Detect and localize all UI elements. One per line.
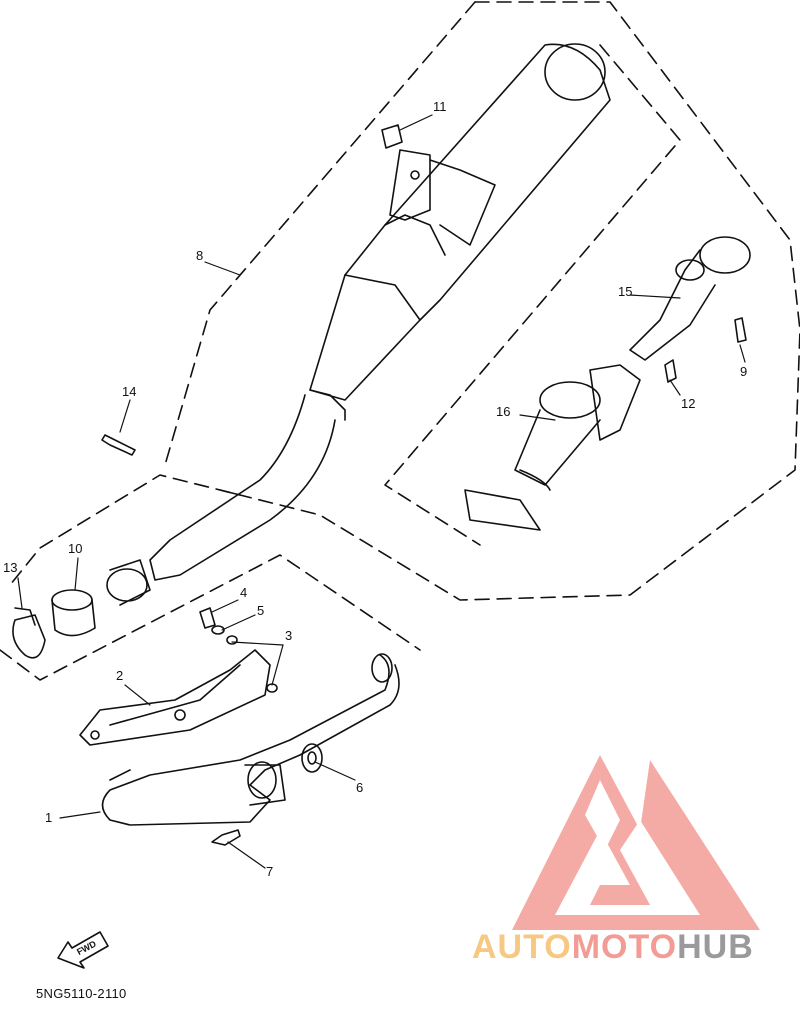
callout-13: 13 — [3, 560, 17, 575]
exhaust-pipe — [101, 653, 400, 826]
bolt-4 — [199, 607, 216, 629]
watermark-logo-icon — [512, 755, 760, 930]
fwd-arrow-icon: FWD — [57, 931, 109, 969]
gasket — [301, 743, 323, 773]
muffler-group-boundary — [9, 1, 800, 601]
callout-10: 10 — [68, 541, 82, 556]
callout-8: 8 — [196, 248, 203, 263]
part-code: 5NG5110-2110 — [36, 986, 127, 1001]
callout-6: 6 — [356, 780, 363, 795]
muffler-body — [309, 43, 611, 421]
callout-5: 5 — [257, 603, 264, 618]
clamp — [12, 607, 46, 659]
callout-11: 11 — [433, 99, 447, 114]
silencer-internals — [464, 236, 751, 531]
damper-11 — [381, 124, 403, 149]
joint — [51, 589, 96, 637]
heat-protector — [79, 649, 271, 746]
callout-7: 7 — [266, 864, 273, 879]
bolt-7 — [211, 829, 241, 846]
bolt-12 — [664, 359, 677, 383]
callouts: 1 2 3 4 5 6 7 8 9 10 11 12 13 14 15 16 — [3, 99, 747, 879]
callout-16: 16 — [496, 404, 510, 419]
muffler-front-pipe — [106, 394, 336, 606]
washer-5 — [211, 625, 225, 635]
watermark-wordmark: AUTOMOTOHUB — [472, 928, 754, 967]
callout-12: 12 — [681, 396, 695, 411]
bolt-9 — [734, 317, 747, 343]
callout-4: 4 — [240, 585, 247, 600]
watermark-part-auto: AUTO — [472, 928, 572, 966]
leader-lines — [17, 114, 746, 869]
watermark-part-hub: HUB — [677, 928, 754, 966]
pipe-group-boundary — [0, 554, 421, 681]
bolt-14 — [101, 434, 136, 456]
muffler-group-boundary-left — [164, 1, 476, 466]
watermark-part-moto: MOTO — [571, 928, 678, 966]
callout-2: 2 — [116, 668, 123, 683]
callout-3: 3 — [285, 628, 292, 643]
callout-14: 14 — [122, 384, 136, 399]
callout-1: 1 — [45, 810, 52, 825]
callout-9: 9 — [740, 364, 747, 379]
callout-15: 15 — [618, 284, 632, 299]
